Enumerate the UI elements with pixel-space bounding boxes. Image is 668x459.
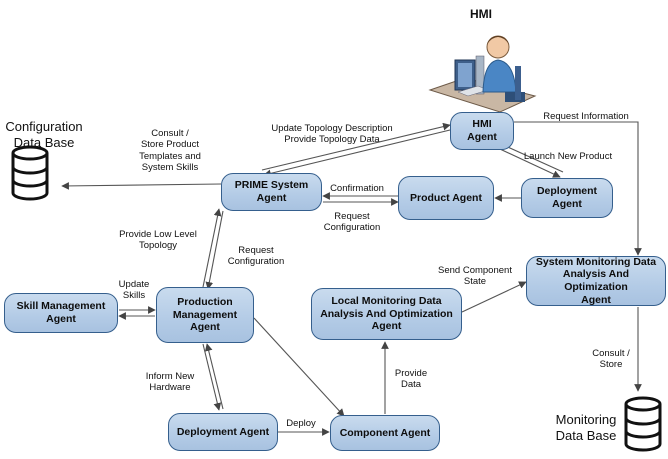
label-confirmation: Confirmation	[330, 183, 384, 194]
monitoring-database-icon	[624, 396, 662, 452]
operator-workstation-icon	[428, 35, 537, 113]
arrow-prime-to-hmi	[261, 122, 451, 171]
arrow-local-to-system-monitoring	[461, 281, 527, 313]
production-management-agent[interactable]: Production Management Agent	[156, 287, 254, 343]
arrow-hmi-to-system-monitoring	[514, 121, 642, 256]
label-update-skills: Update Skills	[118, 279, 150, 302]
label-consult-store: Consult / Store	[592, 348, 630, 371]
deployment-agent-top[interactable]: Deployment Agent	[521, 178, 613, 218]
skill-management-agent[interactable]: Skill Management Agent	[4, 293, 118, 333]
arrow-prime-to-production	[205, 210, 224, 290]
configuration-database-icon	[11, 145, 49, 201]
arrow-prime-to-config-db	[61, 182, 222, 190]
label-deploy: Deploy	[286, 418, 316, 429]
deployment-agent-bottom[interactable]: Deployment Agent	[168, 413, 278, 451]
label-consult-store-templates: Consult / Store Product Templates and Sy…	[139, 128, 201, 174]
arrow-production-to-component	[253, 317, 345, 417]
system-monitoring-agent[interactable]: System Monitoring Data Analysis And Opti…	[526, 256, 666, 306]
local-monitoring-agent[interactable]: Local Monitoring Data Analysis And Optim…	[311, 288, 462, 340]
product-agent[interactable]: Product Agent	[398, 176, 494, 220]
label-request-configuration-product: Request Configuration	[323, 211, 381, 234]
component-agent[interactable]: Component Agent	[330, 415, 440, 451]
label-provide-data: Provide Data	[394, 368, 428, 391]
label-update-topology: Update Topology Description Provide Topo…	[271, 123, 393, 146]
hmi-title: HMI	[470, 7, 492, 21]
label-inform-new-hardware: Inform New Hardware	[145, 371, 195, 394]
hmi-agent[interactable]: HMI Agent	[450, 112, 514, 150]
monitoring-database-label: Monitoring Data Base	[555, 412, 617, 444]
label-launch-new-product: Launch New Product	[523, 151, 613, 162]
arrow-production-to-prime	[202, 208, 222, 288]
label-request-configuration-production: Request Configuration	[227, 245, 285, 268]
arrow-deployment-to-production	[204, 343, 224, 410]
prime-system-agent[interactable]: PRIME System Agent	[221, 173, 322, 211]
label-provide-low-level-topology: Provide Low Level Topology	[119, 229, 197, 252]
label-request-information: Request Information	[543, 111, 629, 122]
configuration-database-label: Configuration Data Base	[5, 119, 83, 151]
arrow-hmi-to-prime	[263, 129, 451, 178]
arrow-production-to-deployment	[202, 343, 222, 411]
label-send-component-state: Send Component State	[438, 265, 512, 288]
